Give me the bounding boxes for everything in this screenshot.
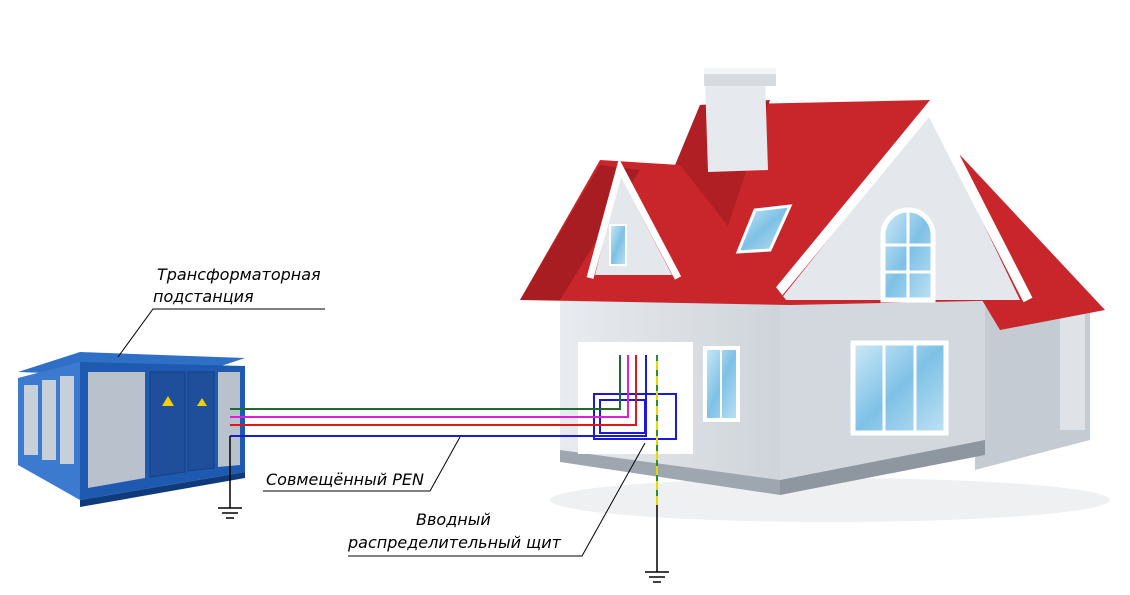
- wire-phase-green: [230, 355, 621, 410]
- wire-phase-magenta: [230, 355, 629, 418]
- label-pen: Совмещённый PEN: [266, 470, 424, 489]
- label-substation-line2: подстанция: [153, 287, 254, 306]
- label-panel-line2: распределительный щит: [348, 533, 561, 552]
- leader-panel: [348, 442, 646, 557]
- ground-symbol-substation: [218, 507, 242, 519]
- leader-lines: [117, 308, 646, 557]
- label-substation-line1: Трансформаторная: [157, 265, 321, 284]
- label-panel-line1: Вводный: [416, 510, 491, 529]
- leader-pen: [263, 436, 461, 492]
- transformer-substation: [18, 352, 245, 507]
- wire-pen-blue: [230, 355, 647, 437]
- leader-substation: [117, 308, 325, 358]
- ground-symbol-house: [645, 571, 669, 583]
- cable-lines: [229, 355, 658, 572]
- wire-phase-red: [230, 355, 637, 426]
